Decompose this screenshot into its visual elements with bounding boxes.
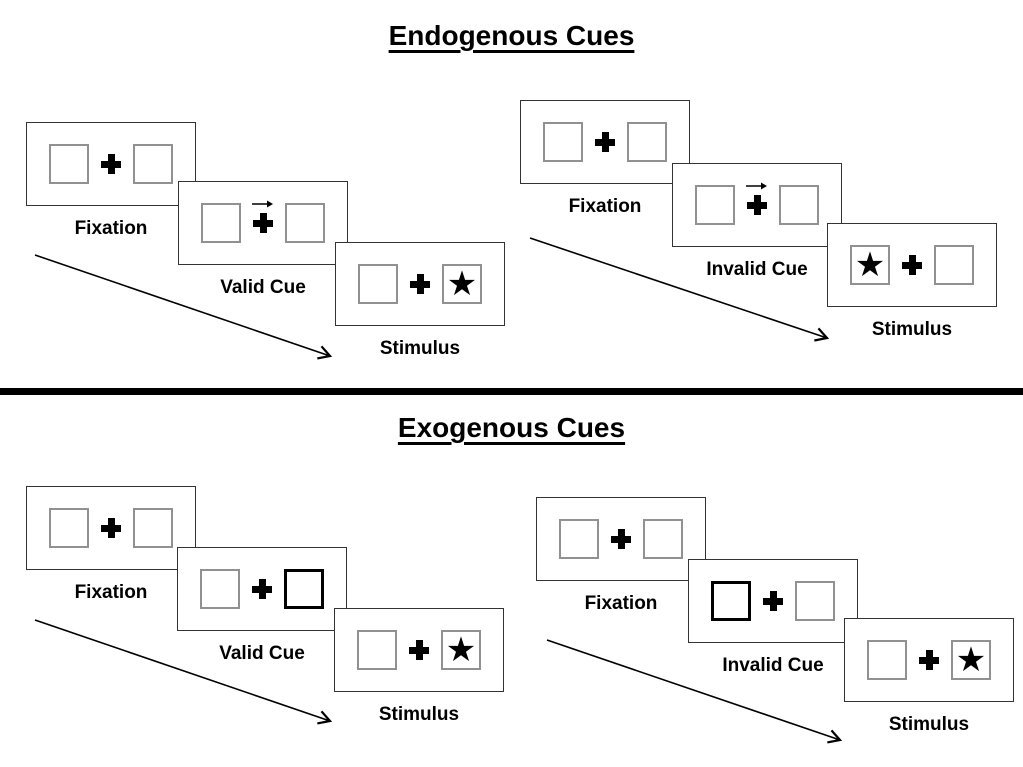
section-title-exogenous-text: Exogenous Cues	[397, 412, 626, 443]
right-placeholder-box	[795, 581, 835, 621]
fixation-cross-icon	[902, 255, 922, 275]
left-placeholder-box	[358, 264, 398, 304]
panel-fixation	[536, 497, 706, 581]
left-placeholder-box	[357, 630, 397, 670]
fixation-cross-icon	[410, 274, 430, 294]
fixation-cross-shape	[595, 132, 615, 152]
right-placeholder-box	[779, 185, 819, 225]
section-title-exogenous: Exogenous Cues	[0, 412, 1023, 444]
panel-invalid-cue	[672, 163, 842, 247]
left-placeholder-box	[200, 569, 240, 609]
timeline-arrow	[546, 639, 843, 744]
right-box-star-icon: ★	[441, 630, 481, 670]
section-title-endogenous: Endogenous Cues	[0, 20, 1023, 52]
panel-valid-cue	[177, 547, 347, 631]
right-placeholder-box	[934, 245, 974, 285]
panel-stimulus: ★	[827, 223, 997, 307]
invalid-cue-label: Invalid Cue	[706, 259, 808, 280]
cue-arrow-icon	[746, 182, 767, 190]
stimulus-label: Stimulus	[379, 338, 461, 359]
left-placeholder-box	[49, 144, 89, 184]
timeline-arrow	[34, 254, 333, 360]
invalid-cue-label: Invalid Cue	[722, 655, 824, 676]
fixation-cross-icon	[409, 640, 429, 660]
fixation-cross-icon	[763, 591, 783, 611]
valid-cue-label: Valid Cue	[220, 277, 306, 298]
fixation-cross-shape	[252, 579, 272, 599]
fixation-cross-icon	[252, 579, 272, 599]
stimulus-label: Stimulus	[888, 714, 970, 735]
fixation-cross-shape	[101, 518, 121, 538]
left-placeholder-box	[543, 122, 583, 162]
right-placeholder-box	[133, 508, 173, 548]
fixation-cross-shape	[409, 640, 429, 660]
fixation-cross-icon	[611, 529, 631, 549]
fixation-cross-shape	[410, 274, 430, 294]
valid-cue-label: Valid Cue	[219, 643, 305, 664]
right-placeholder-box	[627, 122, 667, 162]
left-placeholder-box	[867, 640, 907, 680]
right-placeholder-box	[643, 519, 683, 559]
fixation-cross-icon	[252, 200, 273, 233]
timeline-arrow	[529, 237, 830, 342]
fixation-cross-icon	[595, 132, 615, 152]
stimulus-label: Stimulus	[378, 704, 460, 725]
left-box-star-icon: ★	[850, 245, 890, 285]
panel-fixation	[26, 486, 196, 570]
stimulus-label: Stimulus	[871, 319, 953, 340]
right-box-star-icon: ★	[951, 640, 991, 680]
left-placeholder-box	[695, 185, 735, 225]
left-placeholder-box	[49, 508, 89, 548]
left-placeholder-box	[201, 203, 241, 243]
fixation-label: Fixation	[584, 593, 658, 614]
section-title-endogenous-text: Endogenous Cues	[388, 20, 635, 51]
right-box-star-icon: ★	[442, 264, 482, 304]
timeline-arrow	[34, 619, 333, 725]
panel-stimulus: ★	[334, 608, 504, 692]
panel-fixation	[520, 100, 690, 184]
fixation-cross-shape	[611, 529, 631, 549]
right-placeholder-box	[133, 144, 173, 184]
fixation-cross-shape	[763, 591, 783, 611]
left-placeholder-box-cue-highlight	[711, 581, 751, 621]
fixation-cross-icon	[919, 650, 939, 670]
left-placeholder-box	[559, 519, 599, 559]
fixation-cross-icon	[101, 154, 121, 174]
fixation-cross-shape	[101, 154, 121, 174]
panel-stimulus: ★	[844, 618, 1014, 702]
fixation-cross-icon	[746, 182, 767, 215]
panel-valid-cue	[178, 181, 348, 265]
fixation-cross-shape	[902, 255, 922, 275]
fixation-label: Fixation	[74, 582, 148, 603]
fixation-cross-shape	[919, 650, 939, 670]
section-divider	[0, 388, 1023, 395]
fixation-cross-shape	[747, 195, 767, 215]
right-placeholder-box-cue-highlight	[284, 569, 324, 609]
panel-stimulus: ★	[335, 242, 505, 326]
cue-arrow-icon	[252, 200, 273, 208]
fixation-cross-icon	[101, 518, 121, 538]
panel-fixation	[26, 122, 196, 206]
panel-invalid-cue	[688, 559, 858, 643]
fixation-cross-shape	[253, 213, 273, 233]
fixation-label: Fixation	[568, 196, 642, 217]
fixation-label: Fixation	[74, 218, 148, 239]
right-placeholder-box	[285, 203, 325, 243]
